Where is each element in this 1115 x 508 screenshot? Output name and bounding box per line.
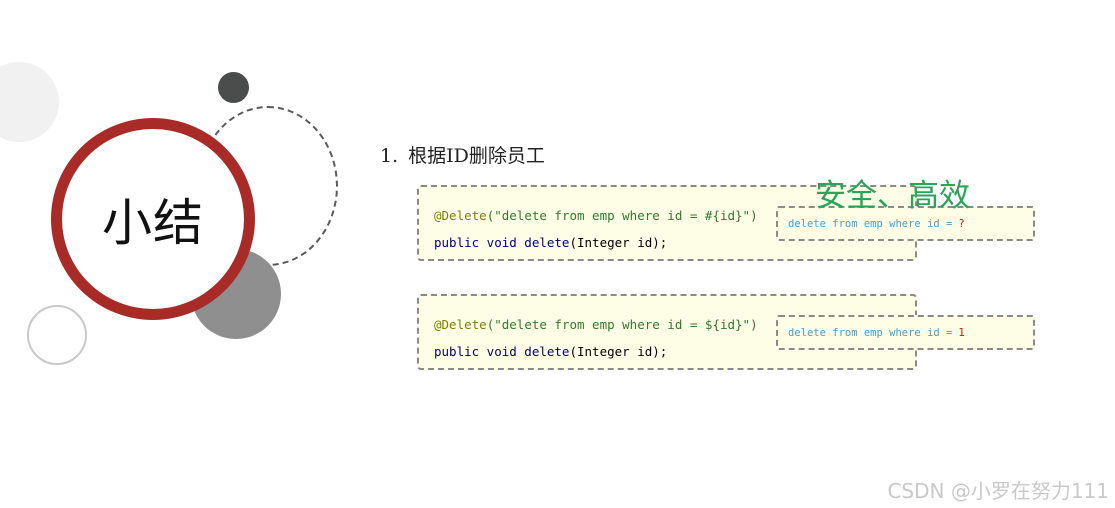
sql-value: 1	[958, 326, 965, 339]
code-block-hash: @Delete("delete from emp where id = #{id…	[417, 185, 917, 261]
decorative-circle-outline	[27, 305, 87, 365]
code-line-method: public void delete(Integer id);	[434, 338, 915, 365]
section-number: 1.	[380, 145, 399, 167]
query-string-token: ("delete from emp where id = ${id}")	[486, 317, 758, 332]
method-keywords-token: public void delete	[434, 344, 570, 359]
safety-note: 安全、高效	[815, 178, 970, 214]
code-line-method: public void delete(Integer id);	[434, 229, 915, 256]
section-heading-text: 根据ID删除员工	[408, 145, 545, 167]
query-string-token: ("delete from emp where id = #{id}")	[486, 208, 758, 223]
annotation-token: @Delete	[434, 317, 487, 332]
decorative-circle-pale	[0, 62, 59, 142]
sql-result-hash: delete from emp where id =?	[776, 206, 1035, 241]
section-heading: 1. 根据ID删除员工	[380, 141, 545, 168]
annotation-token: @Delete	[434, 208, 487, 223]
decorative-circle-dark	[218, 72, 249, 103]
method-params-token: (Integer id);	[569, 344, 668, 359]
title-circle: 小结	[51, 118, 255, 320]
watermark: CSDN @小罗在努力111	[887, 479, 1109, 503]
sql-value: ?	[958, 217, 965, 230]
sql-result-dollar: delete from emp where id = 1	[776, 315, 1035, 350]
code-line-annotation: @Delete("delete from emp where id = #{id…	[434, 202, 915, 229]
slide-title: 小结	[102, 194, 204, 252]
method-keywords-token: public void delete	[434, 235, 570, 250]
sql-text: delete from emp where id =	[788, 326, 953, 339]
code-line-annotation: @Delete("delete from emp where id = ${id…	[434, 311, 915, 338]
method-params-token: (Integer id);	[569, 235, 668, 250]
sql-text: delete from emp where id =	[788, 217, 953, 230]
